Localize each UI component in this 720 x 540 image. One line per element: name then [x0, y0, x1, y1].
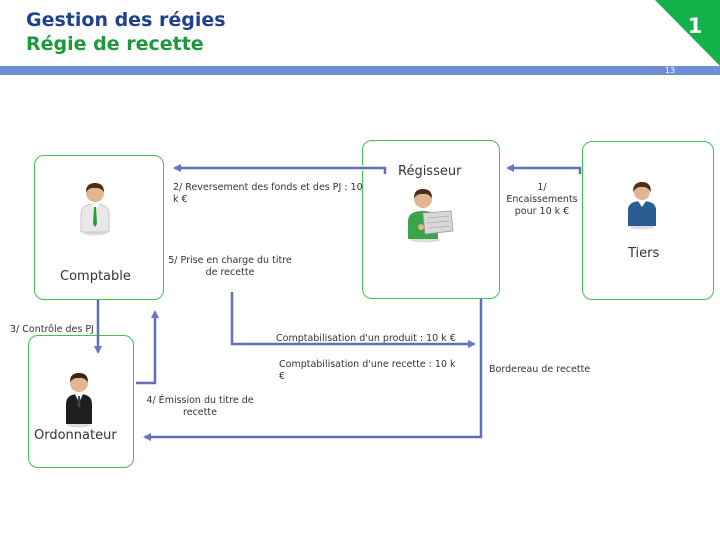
comptabilisation-produit-label: Comptabilisation d'un produit : 10 k €: [276, 333, 456, 344]
bordereau-label: Bordereau de recette: [489, 364, 591, 375]
encaissements-label: 1/ Encaissements pour 10 k €: [506, 182, 578, 217]
controle-label: 3/ Contrôle des PJ: [10, 324, 94, 335]
page-number: 13: [664, 66, 676, 75]
emission-label: 4/ Émission du titre de recette: [146, 395, 254, 418]
ordonnateur-label: Ordonnateur: [34, 428, 117, 443]
tiers-label: Tiers: [628, 246, 660, 261]
prise-en-charge-arrow: [230, 292, 476, 348]
ordonnateur-person-icon: [66, 373, 92, 428]
chapter-number: 1: [687, 14, 703, 38]
prise-en-charge-label: 5/ Prise en charge du titre de recette: [168, 255, 292, 278]
regisseur-label: Régisseur: [398, 164, 462, 179]
corner-tab: [655, 0, 720, 66]
tiers-person-icon: [628, 182, 656, 230]
page-title: Gestion des régies: [26, 9, 226, 31]
reversement-label: 2/ Reversement des fonds et des PJ : 10 …: [173, 182, 363, 205]
comptable-person-icon: [80, 183, 110, 236]
bordereau-arrow: [143, 299, 483, 441]
encaissements-arrow: [506, 164, 582, 174]
header-bar: [0, 66, 720, 75]
emission-arrow: [136, 310, 159, 385]
comptabilisation-recette-label: Comptabilisation d'une recette : 10 k €: [279, 359, 456, 382]
regisseur-person-icon: [408, 189, 454, 243]
reversement-arrow: [173, 164, 388, 174]
page-subtitle: Régie de recette: [26, 33, 204, 55]
comptable-label: Comptable: [60, 269, 131, 284]
